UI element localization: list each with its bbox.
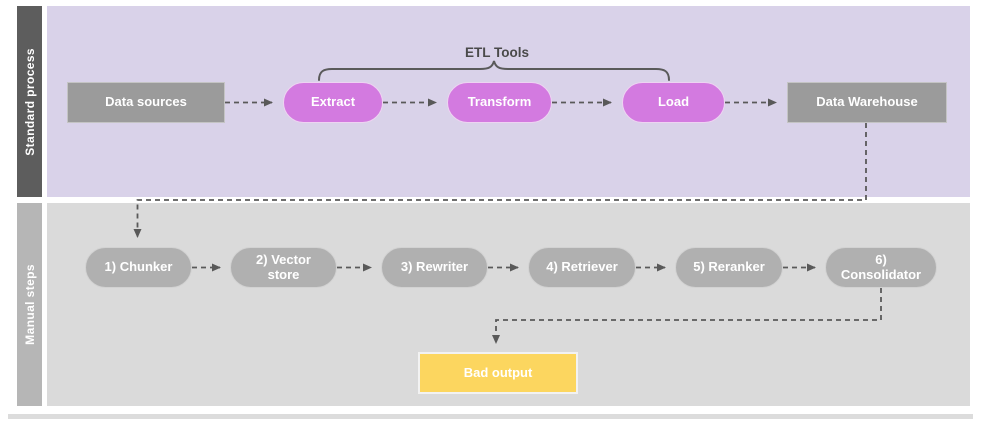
- node-load-label: Load: [657, 94, 690, 110]
- node-extract: Extract: [283, 82, 383, 123]
- node-data-warehouse: Data Warehouse: [787, 82, 947, 123]
- node-data-sources-label: Data sources: [105, 94, 187, 110]
- node-consolidator: 6) Consolidator: [825, 247, 937, 288]
- node-bad-output-label: Bad output: [463, 364, 533, 380]
- node-retriever-label: 4) Retriever: [546, 259, 618, 275]
- node-bad-output: Bad output: [418, 352, 578, 394]
- node-rewriter: 3) Rewriter: [381, 247, 488, 288]
- node-chunker: 1) Chunker: [85, 247, 192, 288]
- node-reranker: 5) Reranker: [675, 247, 783, 288]
- node-reranker-label: 5) Reranker: [693, 259, 765, 275]
- node-extract-label: Extract: [310, 94, 356, 110]
- arrow-consolidator-to-bad-output: [492, 288, 882, 344]
- node-rewriter-label: 3) Rewriter: [400, 259, 469, 275]
- node-retriever: 4) Retriever: [528, 247, 636, 288]
- node-data-warehouse-label: Data Warehouse: [816, 94, 918, 110]
- node-consolidator-label: 6) Consolidator: [840, 251, 922, 282]
- etl-tools-brace: [318, 60, 670, 81]
- bottom-divider: [8, 414, 973, 419]
- lane-manual-steps-label: Manual steps: [17, 203, 42, 406]
- node-transform-label: Transform: [467, 94, 532, 110]
- arrow-data-warehouse-to-chunker: [133, 123, 867, 238]
- node-vector-store-label: 2) Vector store: [256, 251, 311, 282]
- node-data-sources: Data sources: [67, 82, 225, 123]
- etl-tools-annotation: ETL Tools: [465, 45, 529, 60]
- lane-standard-process-label: Standard process: [17, 6, 42, 197]
- node-chunker-label: 1) Chunker: [104, 259, 173, 275]
- node-transform: Transform: [447, 82, 552, 123]
- node-vector-store: 2) Vector store: [230, 247, 337, 288]
- node-load: Load: [622, 82, 725, 123]
